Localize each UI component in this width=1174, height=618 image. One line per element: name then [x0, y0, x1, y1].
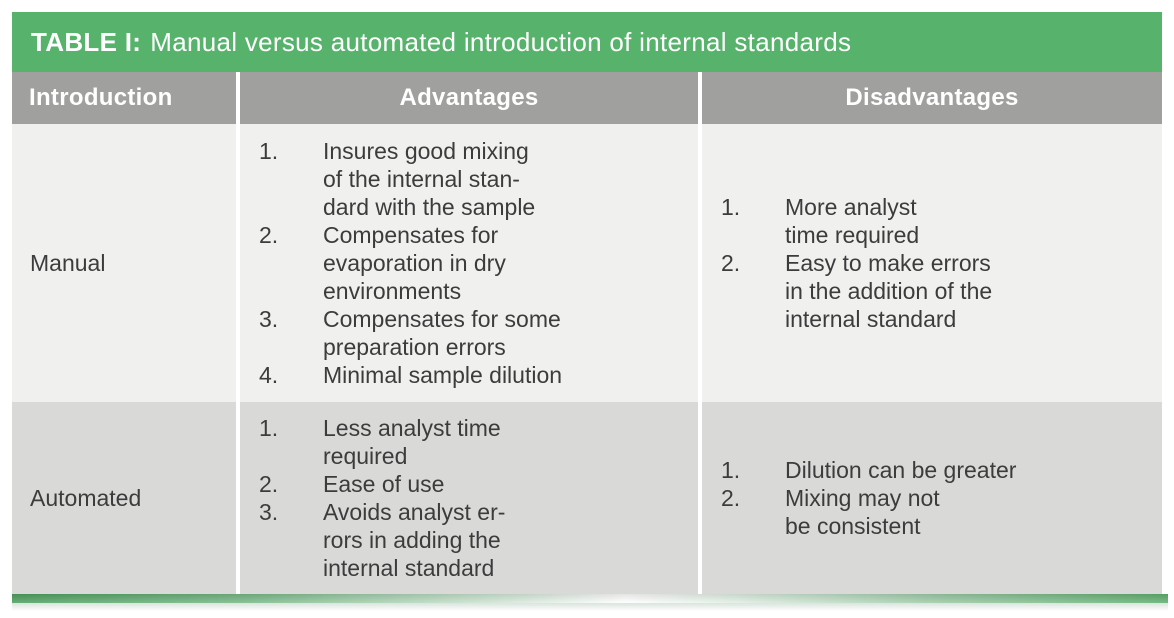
- list-item: 2. Easy to make errors in the addition o…: [721, 249, 1156, 333]
- automated-row-label: Automated: [12, 402, 236, 594]
- list-item-text: Avoids analyst er- rors in adding the in…: [323, 499, 506, 581]
- list-item: 4. Minimal sample dilution: [259, 361, 692, 389]
- list-item-number: 1.: [721, 194, 741, 220]
- list-item: 3. Compensates for some preparation erro…: [259, 305, 692, 361]
- automated-disadvantages-cell: 1. Dilution can be greater 2. Mixing may…: [702, 402, 1162, 594]
- list-item-text: Compensates for some preparation errors: [323, 306, 561, 360]
- list-item-text: More analyst time required: [785, 194, 920, 248]
- table-title-text: Manual versus automated introduction of …: [150, 26, 852, 57]
- list-item-number: 3.: [259, 499, 279, 525]
- list-item-number: 2.: [721, 250, 741, 276]
- table-header-row: Introduction Advantages Disadvantages: [12, 72, 1162, 124]
- list-item: 1. Dilution can be greater: [721, 456, 1156, 484]
- list-item: 1. Less analyst time required: [259, 414, 692, 470]
- table-title-label: TABLE I:: [31, 26, 142, 57]
- column-header-advantages: Advantages: [240, 72, 698, 124]
- list-item-text: Minimal sample dilution: [323, 362, 563, 388]
- list-item-number: 2.: [721, 485, 741, 511]
- automated-advantages-cell: 1. Less analyst time required 2. Ease of…: [240, 402, 698, 594]
- list-item-number: 1.: [721, 457, 741, 483]
- list-item-text: Mixing may not be consistent: [785, 485, 940, 539]
- list-item-number: 4.: [259, 362, 279, 388]
- list-item-text: Insures good mixing of the internal stan…: [323, 138, 536, 220]
- list-item: 1. Insures good mixing of the internal s…: [259, 137, 692, 221]
- manual-disadvantages-cell: 1. More analyst time required 2. Easy to…: [702, 124, 1162, 402]
- list-item-number: 2.: [259, 471, 279, 497]
- list-item: 3. Avoids analyst er- rors in adding the…: [259, 498, 692, 582]
- list-item-text: Ease of use: [323, 471, 445, 497]
- list-item-text: Dilution can be greater: [785, 457, 1017, 483]
- list-item-number: 1.: [259, 138, 279, 164]
- column-header-disadvantages: Disadvantages: [702, 72, 1162, 124]
- list-item-text: Less analyst time required: [323, 415, 501, 469]
- list-item: 2. Compensates for evaporation in dry en…: [259, 221, 692, 305]
- list-item-number: 1.: [259, 415, 279, 441]
- list-item: 1. More analyst time required: [721, 193, 1156, 249]
- list-item-text: Easy to make errors in the addition of t…: [785, 250, 993, 332]
- table-title-bar: TABLE I: Manual versus automated introdu…: [12, 12, 1162, 72]
- column-header-introduction: Introduction: [12, 72, 236, 124]
- manual-row-label: Manual: [12, 124, 236, 402]
- internal-standards-table: TABLE I: Manual versus automated introdu…: [12, 12, 1168, 611]
- table-row-manual: Manual 1. Insures good mixing of the int…: [12, 124, 1162, 402]
- list-item-number: 2.: [259, 222, 279, 248]
- bottom-accent-fade: [12, 603, 1168, 611]
- list-item: 2. Ease of use: [259, 470, 692, 498]
- table-row-automated: Automated 1. Less analyst time required …: [12, 402, 1162, 594]
- manual-advantages-cell: 1. Insures good mixing of the internal s…: [240, 124, 698, 402]
- list-item-number: 3.: [259, 306, 279, 332]
- list-item: 2. Mixing may not be consistent: [721, 484, 1156, 540]
- bottom-accent-bar: [12, 594, 1168, 603]
- list-item-text: Compensates for evaporation in dry envir…: [323, 222, 506, 304]
